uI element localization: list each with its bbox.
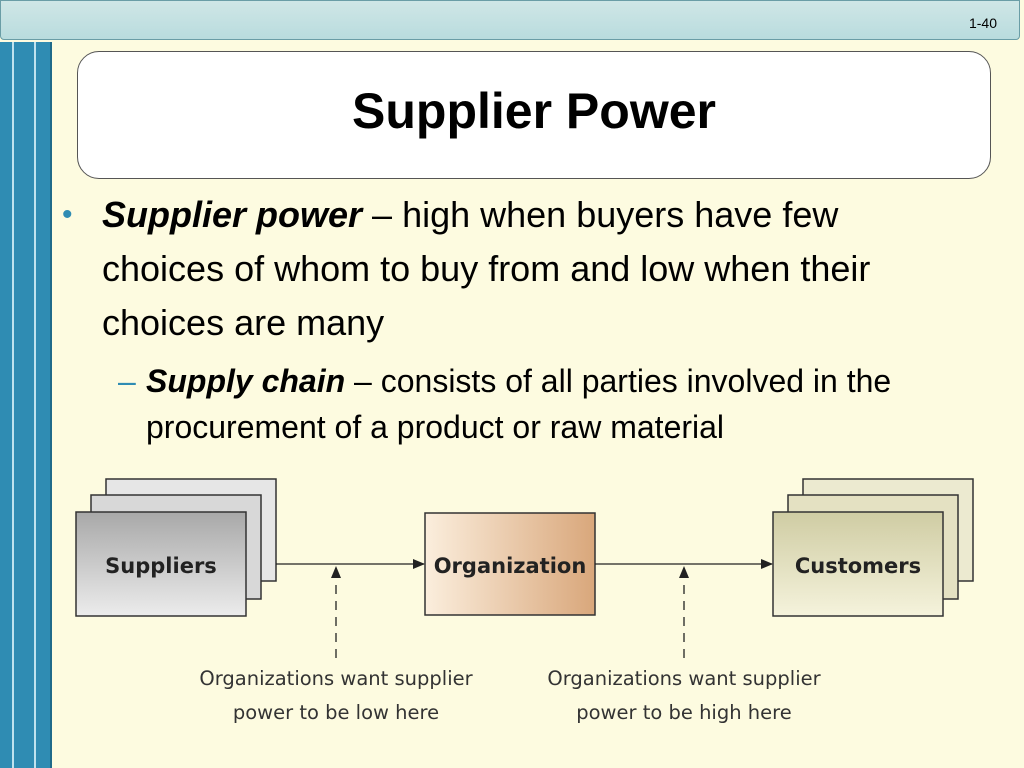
- organization-card: [424, 512, 596, 616]
- customers-card-front: [772, 511, 944, 617]
- definition-supply-chain: – consists of all parties involved in th…: [146, 363, 892, 445]
- organization-label: Organization: [434, 554, 587, 578]
- customers-stack: Customers: [772, 478, 974, 617]
- suppliers-stack: Suppliers: [75, 478, 277, 617]
- left-bar-stripe: [34, 42, 36, 768]
- term-supplier-power: Supplier power: [102, 194, 363, 235]
- term-supply-chain: Supply chain: [146, 363, 346, 399]
- slide-number: 1-40: [968, 15, 997, 31]
- slide-title: Supplier Power: [352, 83, 716, 139]
- definition-supplier-power: – high when buyers have few choices of w…: [102, 194, 871, 343]
- note-right-line1: Organizations want supplier: [547, 667, 821, 690]
- note-left-line2: power to be low here: [233, 701, 439, 724]
- top-header-bar: 1-40: [0, 0, 1020, 40]
- customers-label: Customers: [795, 554, 921, 578]
- bullet-dash-icon: –: [118, 363, 136, 399]
- suppliers-label: Suppliers: [105, 554, 217, 578]
- bullet-text: Supply chain – consists of all parties i…: [146, 358, 1016, 450]
- left-bar-stripe: [12, 42, 14, 768]
- bullet-text: Supplier power – high when buyers have f…: [102, 188, 962, 350]
- organization-box: Organization: [424, 512, 596, 616]
- left-decorative-bar: [0, 42, 52, 768]
- title-box: Supplier Power: [77, 51, 991, 179]
- suppliers-card-front: [75, 511, 247, 617]
- note-left-line1: Organizations want supplier: [199, 667, 473, 690]
- note-right-line2: power to be high here: [576, 701, 791, 724]
- bullet-dot-icon: •: [62, 198, 73, 231]
